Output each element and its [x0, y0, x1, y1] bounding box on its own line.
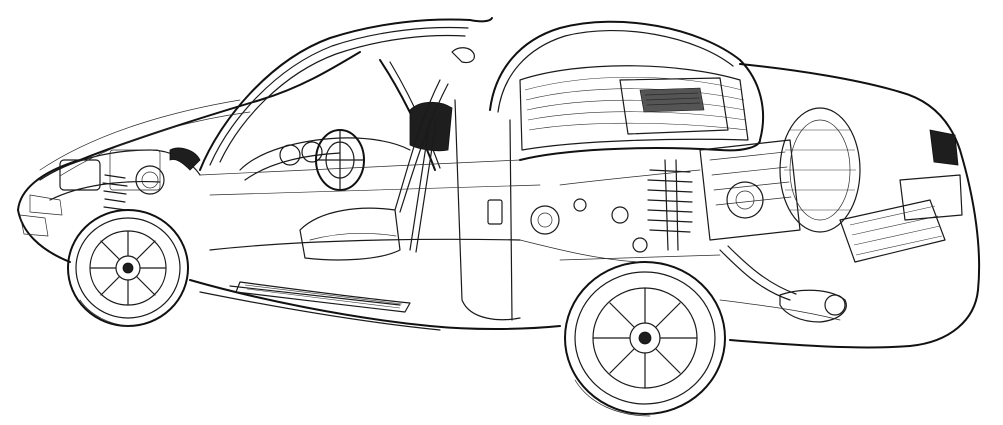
- front-mechanics: [19, 147, 201, 237]
- engine-cover: [519, 65, 749, 151]
- cockpit: [209, 79, 521, 321]
- rear-wheel: [564, 261, 726, 417]
- front-wheel: [67, 209, 189, 327]
- rear-mechanics: [530, 107, 963, 323]
- structure-lines: [39, 99, 841, 321]
- roof-frame: [199, 17, 764, 171]
